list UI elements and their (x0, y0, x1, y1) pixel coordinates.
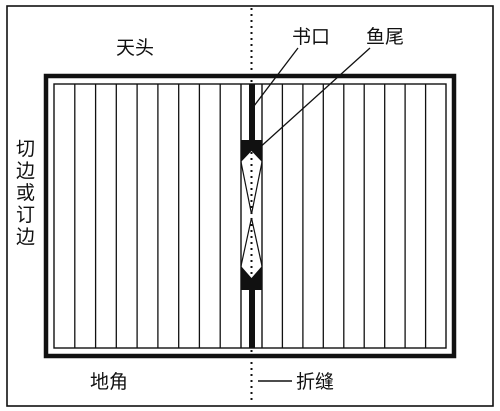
label-shukou: 书口 (292, 26, 330, 48)
column-lines (74, 84, 427, 348)
leader-line-yuwei (256, 47, 371, 151)
label-dijiao: 地角 (90, 371, 128, 393)
label-side-vertical: 切 边 或 订 边 (16, 138, 35, 248)
fish-tail-upper (240, 140, 263, 215)
paper-sheet (6, 5, 494, 407)
black-mouth-bottom (249, 290, 255, 348)
label-tiantou: 天头 (116, 37, 154, 59)
label-side-char: 切 (16, 138, 35, 160)
label-yuwei: 鱼尾 (366, 26, 404, 48)
label-side-char: 或 (16, 182, 35, 204)
label-side-char: 边 (16, 160, 35, 182)
label-side-char: 订 (16, 204, 35, 226)
label-zhefeng: 折缝 (296, 371, 334, 393)
leader-line-shukou (253, 47, 299, 107)
frame-outer-border (43, 73, 457, 359)
label-side-char: 边 (16, 226, 35, 248)
